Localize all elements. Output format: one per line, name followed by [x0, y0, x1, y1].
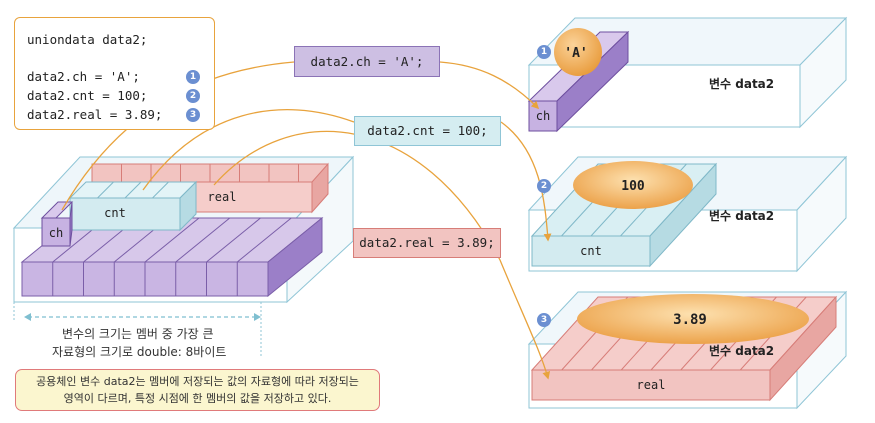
code-line-real: data2.real = 3.89; [27, 107, 163, 122]
tag-ch-assignment: data2.ch = 'A'; [294, 46, 440, 77]
note-line-1: 공용체인 변수 data2는 멤버에 저장되는 값의 자료형에 따라 저장되는 [36, 375, 359, 388]
state-2-box [527, 155, 848, 273]
left-cnt-label: cnt [104, 206, 126, 220]
marker-1: 1 [186, 70, 200, 84]
note-line-2: 영역이 다르며, 특정 시점에 한 멤버의 값을 저장하고 있다. [63, 392, 332, 405]
size-caption-line-2: 자료형의 크기로 double: 8바이트 [52, 345, 227, 359]
state-2-marker: 2 [537, 179, 551, 193]
code-line-cnt: data2.cnt = 100; [27, 88, 148, 103]
marker-3: 3 [186, 108, 200, 122]
state-2-var-label: 변수 data2 [709, 209, 775, 223]
state-1-marker: 1 [537, 45, 551, 59]
state-1-value: 'A' [564, 46, 587, 61]
state-3-member-label: real [637, 378, 666, 392]
size-caption-line-1: 변수의 크기는 멤버 중 가장 큰 [62, 327, 214, 341]
left-ch-label: ch [49, 226, 63, 240]
tag-real-assignment: data2.real = 3.89; [353, 228, 501, 258]
tag-cnt-assignment: data2.cnt = 100; [354, 116, 501, 146]
code-line-ch: data2.ch = 'A'; [27, 69, 140, 84]
code-line-declaration: uniondata data2; [27, 32, 148, 47]
state-3-box [527, 290, 848, 410]
state-1-var-label: 변수 data2 [709, 77, 775, 91]
state-3-value: 3.89 [673, 312, 707, 328]
state-1-box [527, 16, 848, 133]
state-2-value: 100 [621, 179, 645, 194]
code-box: uniondata data2; data2.ch = 'A'; data2.c… [14, 17, 215, 130]
state-3-marker: 3 [537, 313, 551, 327]
state-1-member-label: ch [536, 109, 550, 123]
left-real-label: real [208, 190, 237, 204]
marker-2: 2 [186, 89, 200, 103]
state-3-var-label: 변수 data2 [709, 344, 775, 358]
explanation-note: 공용체인 변수 data2는 멤버에 저장되는 값의 자료형에 따라 저장되는 … [15, 369, 380, 411]
left-memory-container [12, 155, 355, 358]
state-2-member-label: cnt [580, 244, 602, 258]
